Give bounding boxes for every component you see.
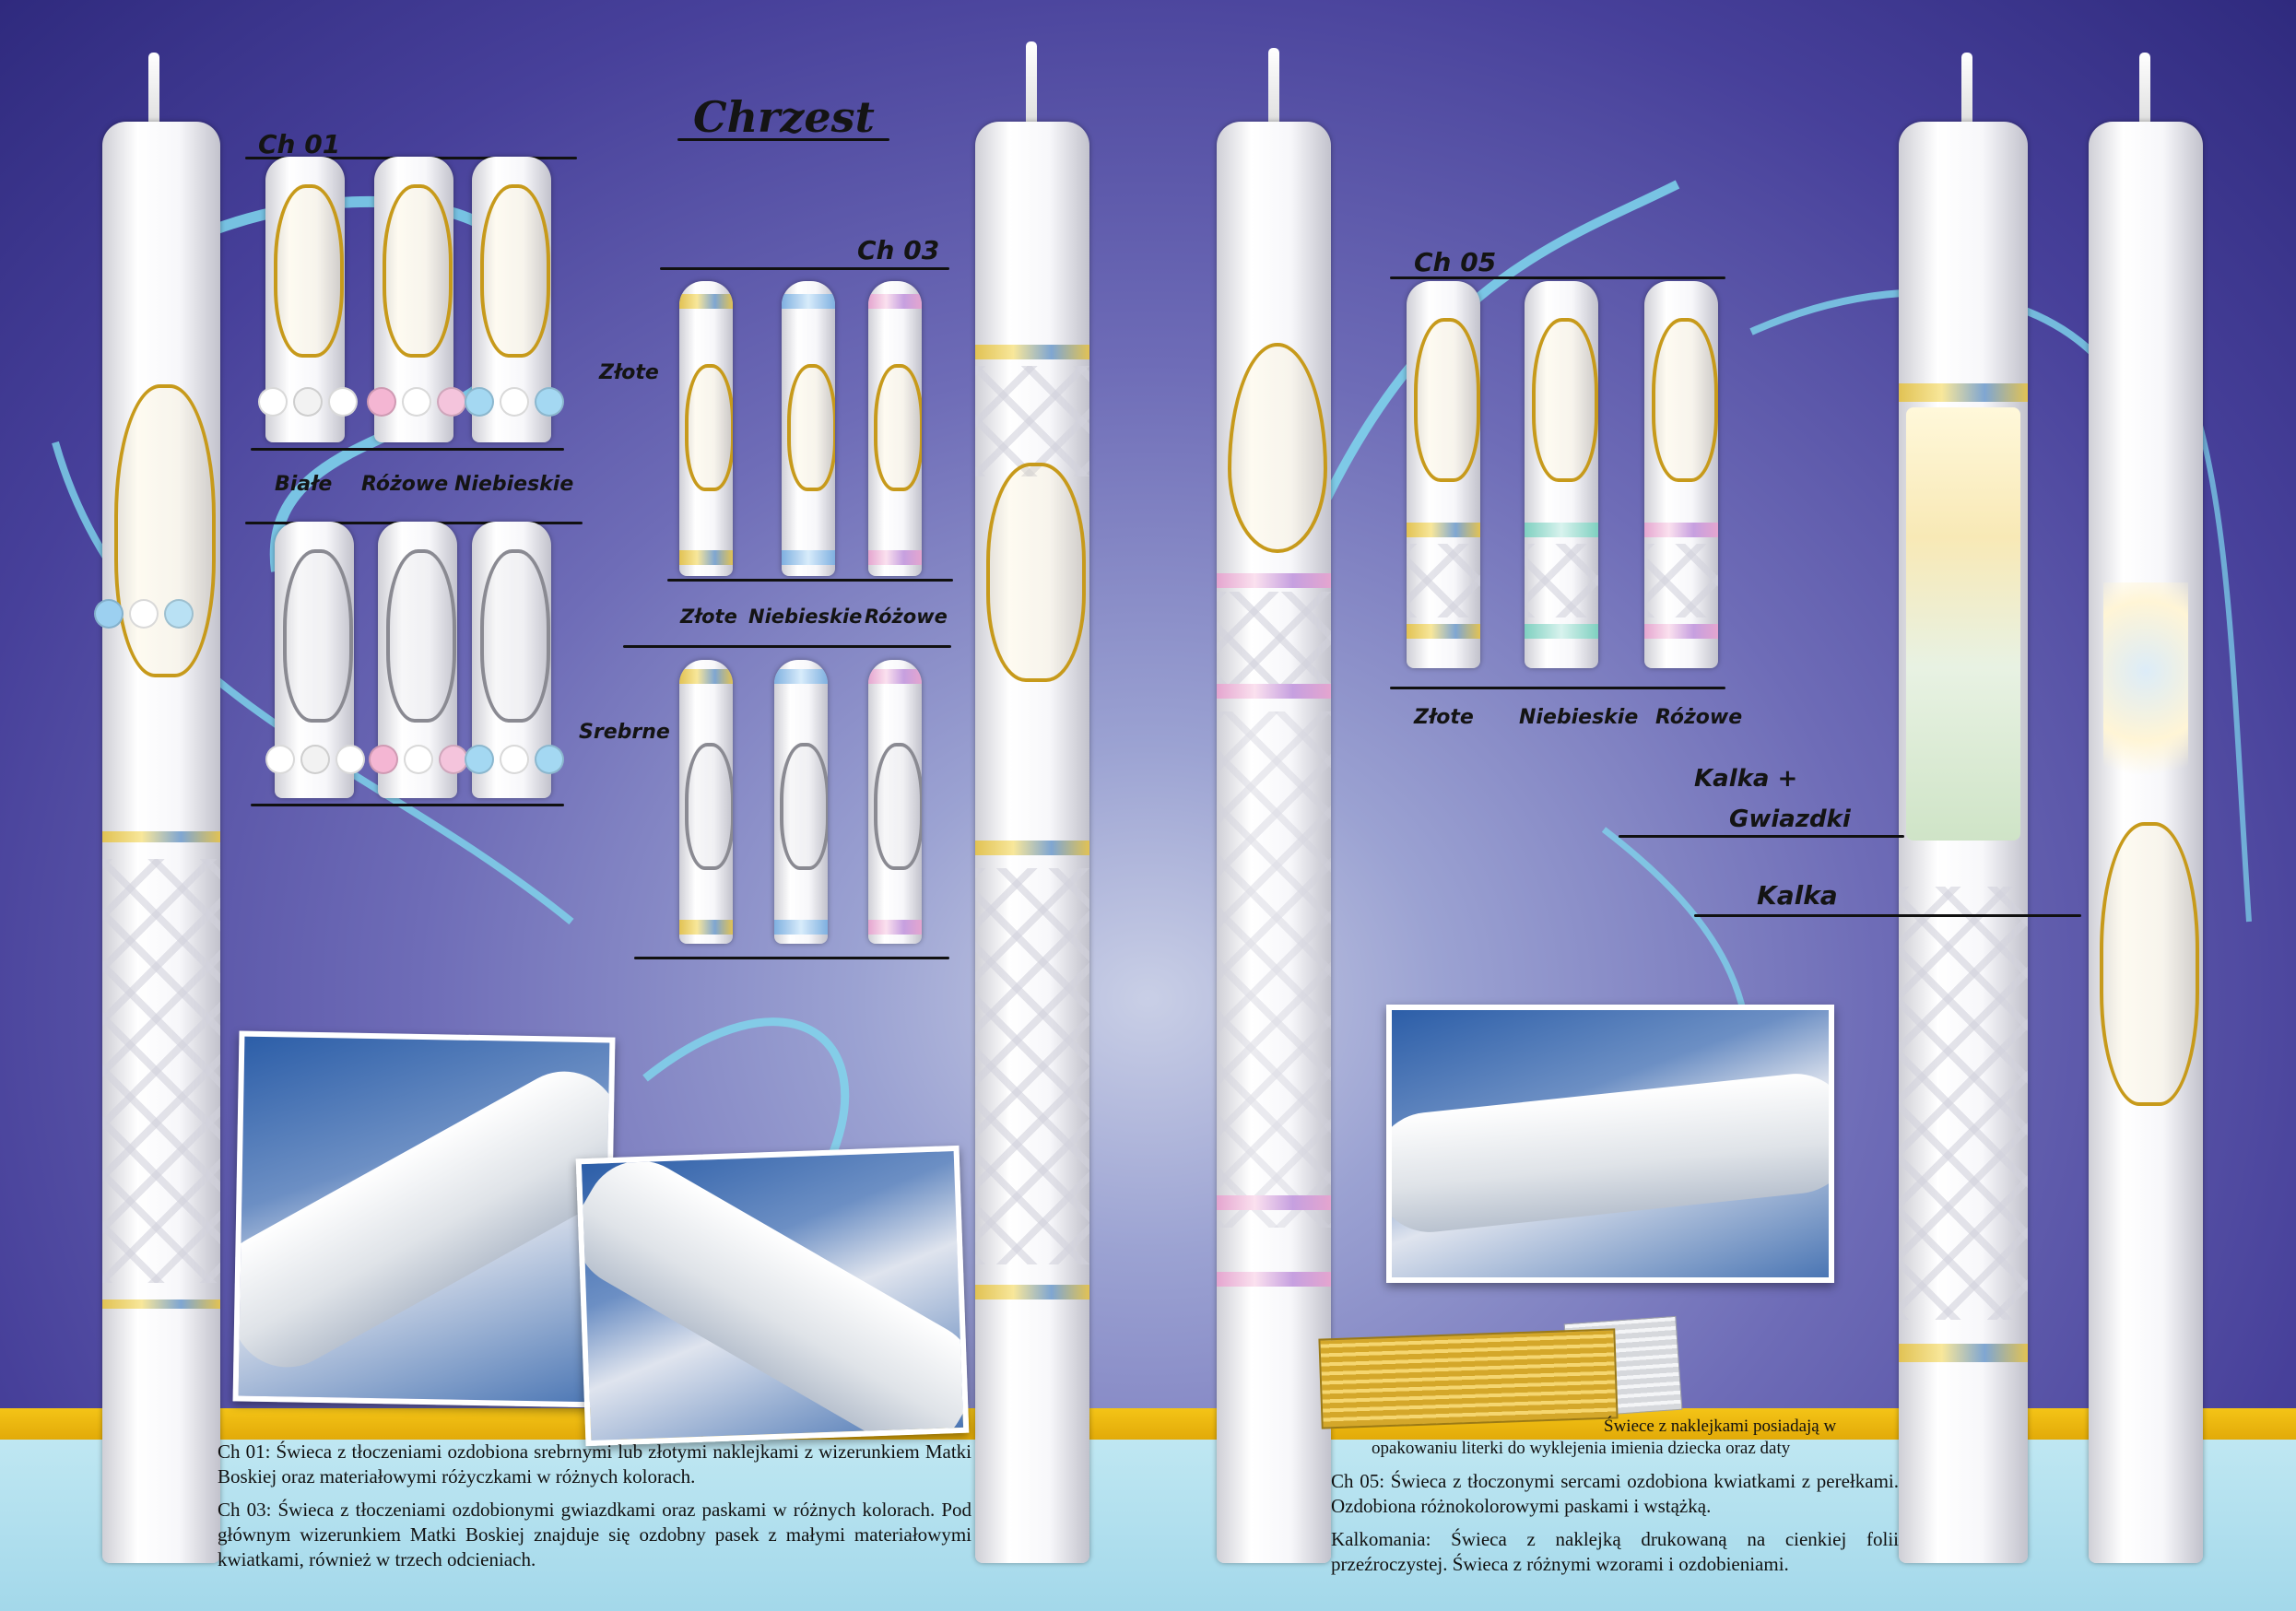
ch03-pink — [868, 281, 922, 576]
ch03-gold-label: Złote — [599, 361, 659, 384]
ch01-color-white: Białe — [275, 473, 333, 496]
ch05-rule — [1390, 276, 1725, 279]
ch03-blue — [782, 281, 835, 576]
ch01-color-pink: Różowe — [361, 473, 449, 496]
ch01-color-blue: Niebieskie — [454, 473, 574, 496]
madonna-motif — [2100, 822, 2199, 1106]
candle-wick — [2139, 53, 2150, 131]
decorative-band — [975, 841, 1089, 855]
dove-decal — [2103, 582, 2188, 804]
kalka-gwiazdki-label-1: Kalka + — [1694, 765, 1798, 793]
description-ch01: Ch 01: Świeca z tłoczeniami ozdobiona sr… — [218, 1440, 971, 1488]
sticker-note-line1: Świece z naklejkami posiadają w — [1604, 1417, 1837, 1436]
decorative-band — [1217, 684, 1331, 699]
description-ch03: Ch 03: Świeca z tłoczeniami ozdobionymi … — [218, 1499, 971, 1570]
roses-white-2 — [265, 745, 365, 774]
photo-ch05-detail — [1386, 1005, 1834, 1283]
candle-ch05-large — [1217, 122, 1331, 1563]
roses-blue — [465, 387, 564, 417]
decorative-band — [1899, 1344, 2028, 1362]
kalka-label: Kalka — [1757, 880, 1838, 911]
ch03-silver-pink — [868, 660, 922, 944]
photo-ch03-detail — [575, 1145, 970, 1447]
ch03-row2-rule — [634, 957, 949, 959]
ch03-rule — [660, 267, 949, 270]
candle-kalka-gwiazdki — [1899, 122, 2028, 1563]
title-underline — [677, 138, 889, 141]
decorative-band — [102, 1299, 220, 1309]
decorative-band — [1899, 383, 2028, 402]
roses-pink-2 — [369, 745, 468, 774]
madonna-motif — [113, 384, 217, 677]
ch01-row2-rule — [251, 804, 564, 806]
photo-ch01-detail — [232, 1030, 616, 1408]
ch03-gold — [679, 281, 733, 576]
kalka-gwiazdki-label-2: Gwiazdki — [1729, 806, 1851, 833]
madonna-motif — [986, 463, 1086, 682]
roses-white — [258, 387, 358, 417]
heart-madonna-motif — [1228, 343, 1327, 553]
candle-kalka — [2089, 122, 2203, 1563]
ch03-code: Ch 03 — [857, 235, 940, 265]
candle-wick — [148, 53, 159, 131]
candle-ch01-large — [102, 122, 220, 1563]
decorative-band — [1217, 1272, 1331, 1287]
description-ch05: Ch 05: Świeca z tłoczonymi sercami ozdob… — [1331, 1470, 1899, 1517]
decorative-band — [975, 345, 1089, 359]
ch05-gold — [1407, 281, 1480, 668]
ch05-color-pink: Różowe — [1655, 706, 1743, 729]
ch01-code: Ch 01 — [258, 129, 341, 159]
candle-ch03-large — [975, 122, 1089, 1563]
ch05-row-rule — [1390, 687, 1725, 689]
kalka-rule — [1694, 914, 2081, 917]
ch05-color-gold: Złote — [1414, 706, 1474, 729]
heart-emboss — [1217, 711, 1331, 1228]
ch05-code: Ch 05 — [1414, 247, 1497, 277]
sticker-note-line2: opakowaniu literki do wyklejenia imienia… — [1372, 1439, 1791, 1458]
decorative-band — [1217, 1195, 1331, 1210]
roses-pink — [367, 387, 466, 417]
roses-blue-2 — [465, 745, 564, 774]
ch03-color-blue: Niebieskie — [748, 606, 863, 628]
ch05-color-blue: Niebieskie — [1519, 706, 1639, 729]
description-left: Ch 01: Świeca z tłoczeniami ozdobiona sr… — [218, 1440, 971, 1581]
page-title: Chrzest — [693, 92, 875, 142]
ch03-color-pink: Różowe — [865, 606, 948, 628]
candle-wick — [1026, 41, 1037, 129]
embossed-pattern — [102, 859, 220, 1283]
ch03-row1-rule — [667, 579, 953, 582]
decorative-band — [975, 1285, 1089, 1299]
description-kalkomania: Kalkomania: Świeca z naklejką drukowaną … — [1331, 1528, 1899, 1575]
fabric-roses — [94, 599, 194, 629]
ch05-blue — [1525, 281, 1598, 668]
embossed-pattern — [1217, 592, 1331, 684]
candle-wick — [1961, 53, 1972, 131]
ch03-silver-gold — [679, 660, 733, 944]
candle-wick — [1268, 48, 1279, 131]
gold-letter-stickers — [1318, 1328, 1619, 1429]
ch03-color-gold: Złote — [680, 606, 737, 628]
embossed-pattern — [975, 868, 1089, 1264]
embossed-pattern — [975, 366, 1089, 476]
ch01-row1-rule — [251, 448, 564, 451]
decorative-band — [1217, 573, 1331, 588]
kalka-gwiazdki-rule — [1619, 835, 1904, 838]
embossed-pattern — [1899, 887, 2028, 1320]
ch01-silver-label: Srebrne — [579, 721, 670, 744]
ch03-silver-blue — [774, 660, 828, 944]
ch03-row2-top-rule — [623, 645, 951, 648]
decorative-band — [102, 831, 220, 842]
printed-decal — [1906, 407, 2020, 841]
description-right: Ch 05: Świeca z tłoczonymi sercami ozdob… — [1331, 1469, 1899, 1585]
ch05-pink — [1644, 281, 1718, 668]
